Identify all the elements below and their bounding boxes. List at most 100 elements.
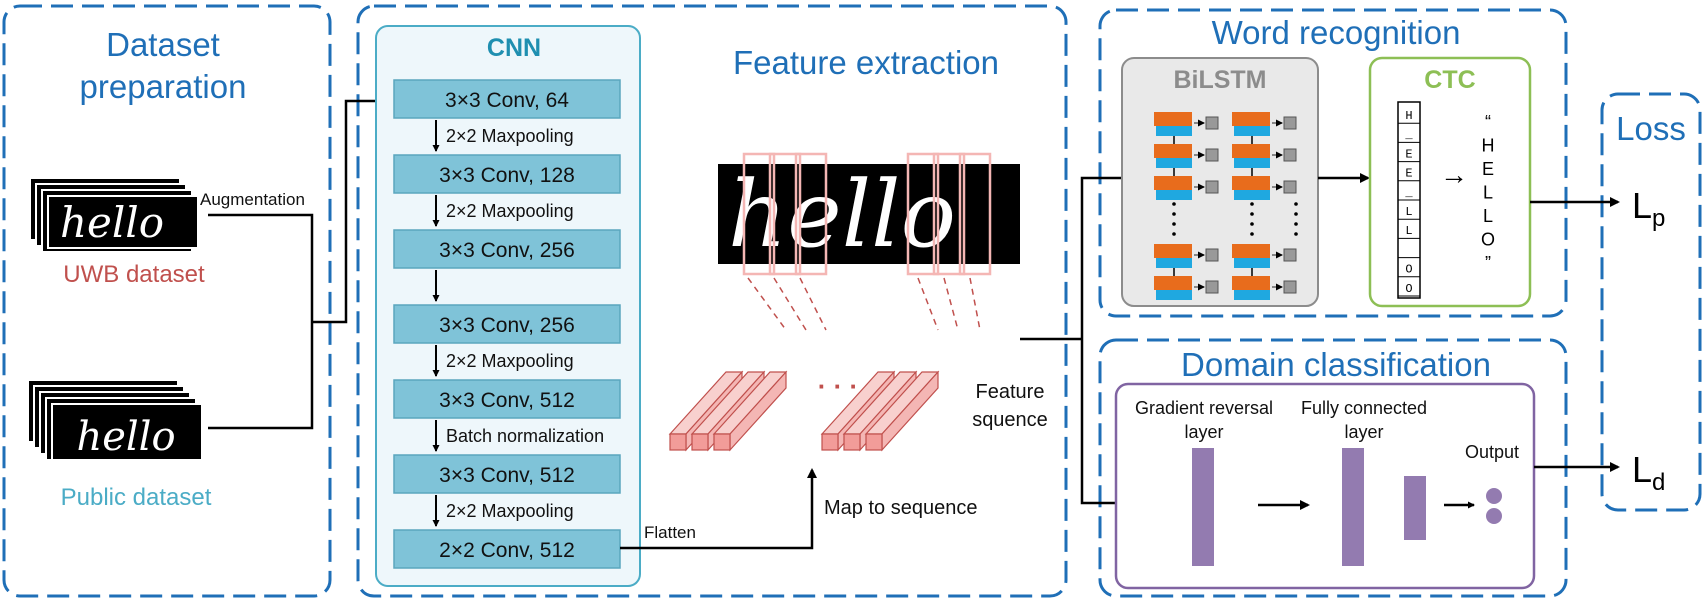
bilstm-dot — [1250, 212, 1254, 216]
uwb-dataset-label: UWB dataset — [63, 261, 205, 288]
ctc-char: L — [1405, 205, 1412, 219]
domain-classification-title: Domain classification — [1181, 346, 1491, 383]
uwb-image-stack: hello — [29, 177, 199, 253]
public-image-stack: hello — [27, 379, 203, 461]
ctc-char: E — [1405, 147, 1412, 161]
cnn-layer-label: 2×2 Conv, 512 — [439, 539, 575, 562]
bilstm-dot — [1294, 232, 1298, 236]
bilstm-dot — [1172, 232, 1176, 236]
cnn-layer-box — [393, 379, 621, 419]
cnn-layer-box — [393, 79, 621, 119]
bilstm-dot — [1294, 212, 1298, 216]
bilstm-dot — [1294, 202, 1298, 206]
ctc-output-char: “ — [1485, 112, 1491, 132]
bilstm-dot — [1250, 232, 1254, 236]
bilstm-dot — [1172, 222, 1176, 226]
cnn-layer-box — [393, 229, 621, 269]
feature-sequence-columns — [668, 370, 940, 452]
cnn-step-label: 2×2 Maxpooling — [446, 126, 574, 146]
dataset-preparation-title-1: Dataset — [106, 26, 220, 63]
cnn-step-label: 2×2 Maxpooling — [446, 501, 574, 521]
word-recognition-panel — [1098, 8, 1568, 318]
ctc-output-char: L — [1483, 206, 1493, 226]
ctc-output-char: ” — [1485, 253, 1491, 273]
bilstm-title: BiLSTM — [1173, 66, 1266, 94]
bilstm-dot — [1172, 212, 1176, 216]
loss-lp: Lp — [1632, 185, 1665, 232]
feature-extraction-panel — [356, 4, 1068, 598]
dataset-preparation-title-2: preparation — [80, 68, 247, 105]
ctc-char: E — [1405, 167, 1412, 181]
domain-panel — [1114, 382, 1536, 590]
ctc-output-char: L — [1483, 183, 1493, 203]
feature-column — [712, 370, 788, 452]
cnn-layer-label: 3×3 Conv, 128 — [439, 164, 575, 187]
cnn-title: CNN — [487, 34, 541, 62]
ctc-char: O — [1405, 282, 1412, 296]
fc-bar-1 — [1342, 448, 1364, 566]
bilstm-dot — [1294, 222, 1298, 226]
cnn-step-label: 2×2 Maxpooling — [446, 201, 574, 221]
ctc-output-char: O — [1481, 230, 1495, 250]
grl-label-1: Gradient reversal — [1135, 398, 1273, 418]
fc-bar-2 — [1404, 476, 1426, 540]
ctc-output-char: E — [1482, 159, 1494, 179]
cnn-layer-box — [393, 454, 621, 494]
bilstm-cell — [1232, 112, 1297, 144]
public-sample-word: hello — [76, 414, 175, 460]
bilstm-cell — [1232, 244, 1297, 276]
feature-sequence-label-2: squence — [972, 409, 1048, 431]
ctc-output-char: H — [1482, 136, 1495, 156]
ctc-char: O — [1405, 263, 1412, 277]
bilstm-cell — [1154, 244, 1219, 276]
bilstm-cell — [1154, 176, 1219, 200]
cnn-layer-label: 3×3 Conv, 512 — [439, 389, 575, 412]
fc-label-2: layer — [1344, 422, 1383, 442]
bilstm-cell — [1154, 144, 1219, 176]
ctc-char: H — [1405, 109, 1412, 123]
bilstm-cell — [1232, 144, 1297, 176]
cnn-layer-label: 3×3 Conv, 512 — [439, 464, 575, 487]
feature-extraction-title: Feature extraction — [733, 44, 999, 81]
grl-bar — [1192, 448, 1214, 566]
cnn-layer-label: 3×3 Conv, 256 — [439, 239, 575, 262]
dataset-connector — [208, 96, 394, 430]
feature-ellipsis: · · · — [818, 371, 858, 401]
bilstm-dot — [1250, 222, 1254, 226]
cnn-layer-stack: 3×3 Conv, 64 2×2 Maxpooling 3×3 Conv, 128 2… — [393, 79, 621, 569]
cnn-layer-label: 3×3 Conv, 256 — [439, 314, 575, 337]
flatten-connector — [620, 468, 817, 550]
cnn-layer-label: 3×3 Conv, 64 — [445, 89, 569, 112]
uwb-sample-word: hello — [60, 198, 164, 247]
feature-sequence-label-1: Feature — [976, 381, 1045, 403]
output-node-2 — [1486, 508, 1502, 524]
feature-column — [864, 370, 940, 452]
dataset-preparation-panel — [2, 4, 332, 598]
public-dataset-label: Public dataset — [61, 484, 212, 511]
augmentation-label: Augmentation — [200, 190, 305, 209]
bilstm-dot — [1172, 202, 1176, 206]
projection-lines — [747, 277, 981, 331]
fc-label-1: Fully connected — [1301, 398, 1427, 418]
cnn-layer-box — [393, 304, 621, 344]
map-to-sequence-label: Map to sequence — [824, 497, 977, 519]
ctc-char: L — [1405, 224, 1412, 238]
output-node-1 — [1486, 488, 1502, 504]
loss-ld: Ld — [1632, 449, 1665, 496]
feature-image-word: hello — [728, 161, 956, 268]
grl-label-2: layer — [1184, 422, 1223, 442]
cnn-step-label: Batch normalization — [446, 426, 604, 446]
bilstm-dot — [1250, 202, 1254, 206]
bilstm-cell — [1154, 112, 1219, 144]
loss-title: Loss — [1616, 110, 1686, 147]
word-recognition-title: Word recognition — [1212, 14, 1461, 51]
flatten-label: Flatten — [644, 523, 696, 542]
bilstm-cell-grid — [1154, 112, 1298, 300]
ctc-title: CTC — [1424, 66, 1475, 94]
ctc-char: _ — [1404, 128, 1413, 142]
loss-panel — [1600, 92, 1702, 512]
cnn-step-label: 2×2 Maxpooling — [446, 351, 574, 371]
bilstm-cell — [1232, 176, 1297, 200]
